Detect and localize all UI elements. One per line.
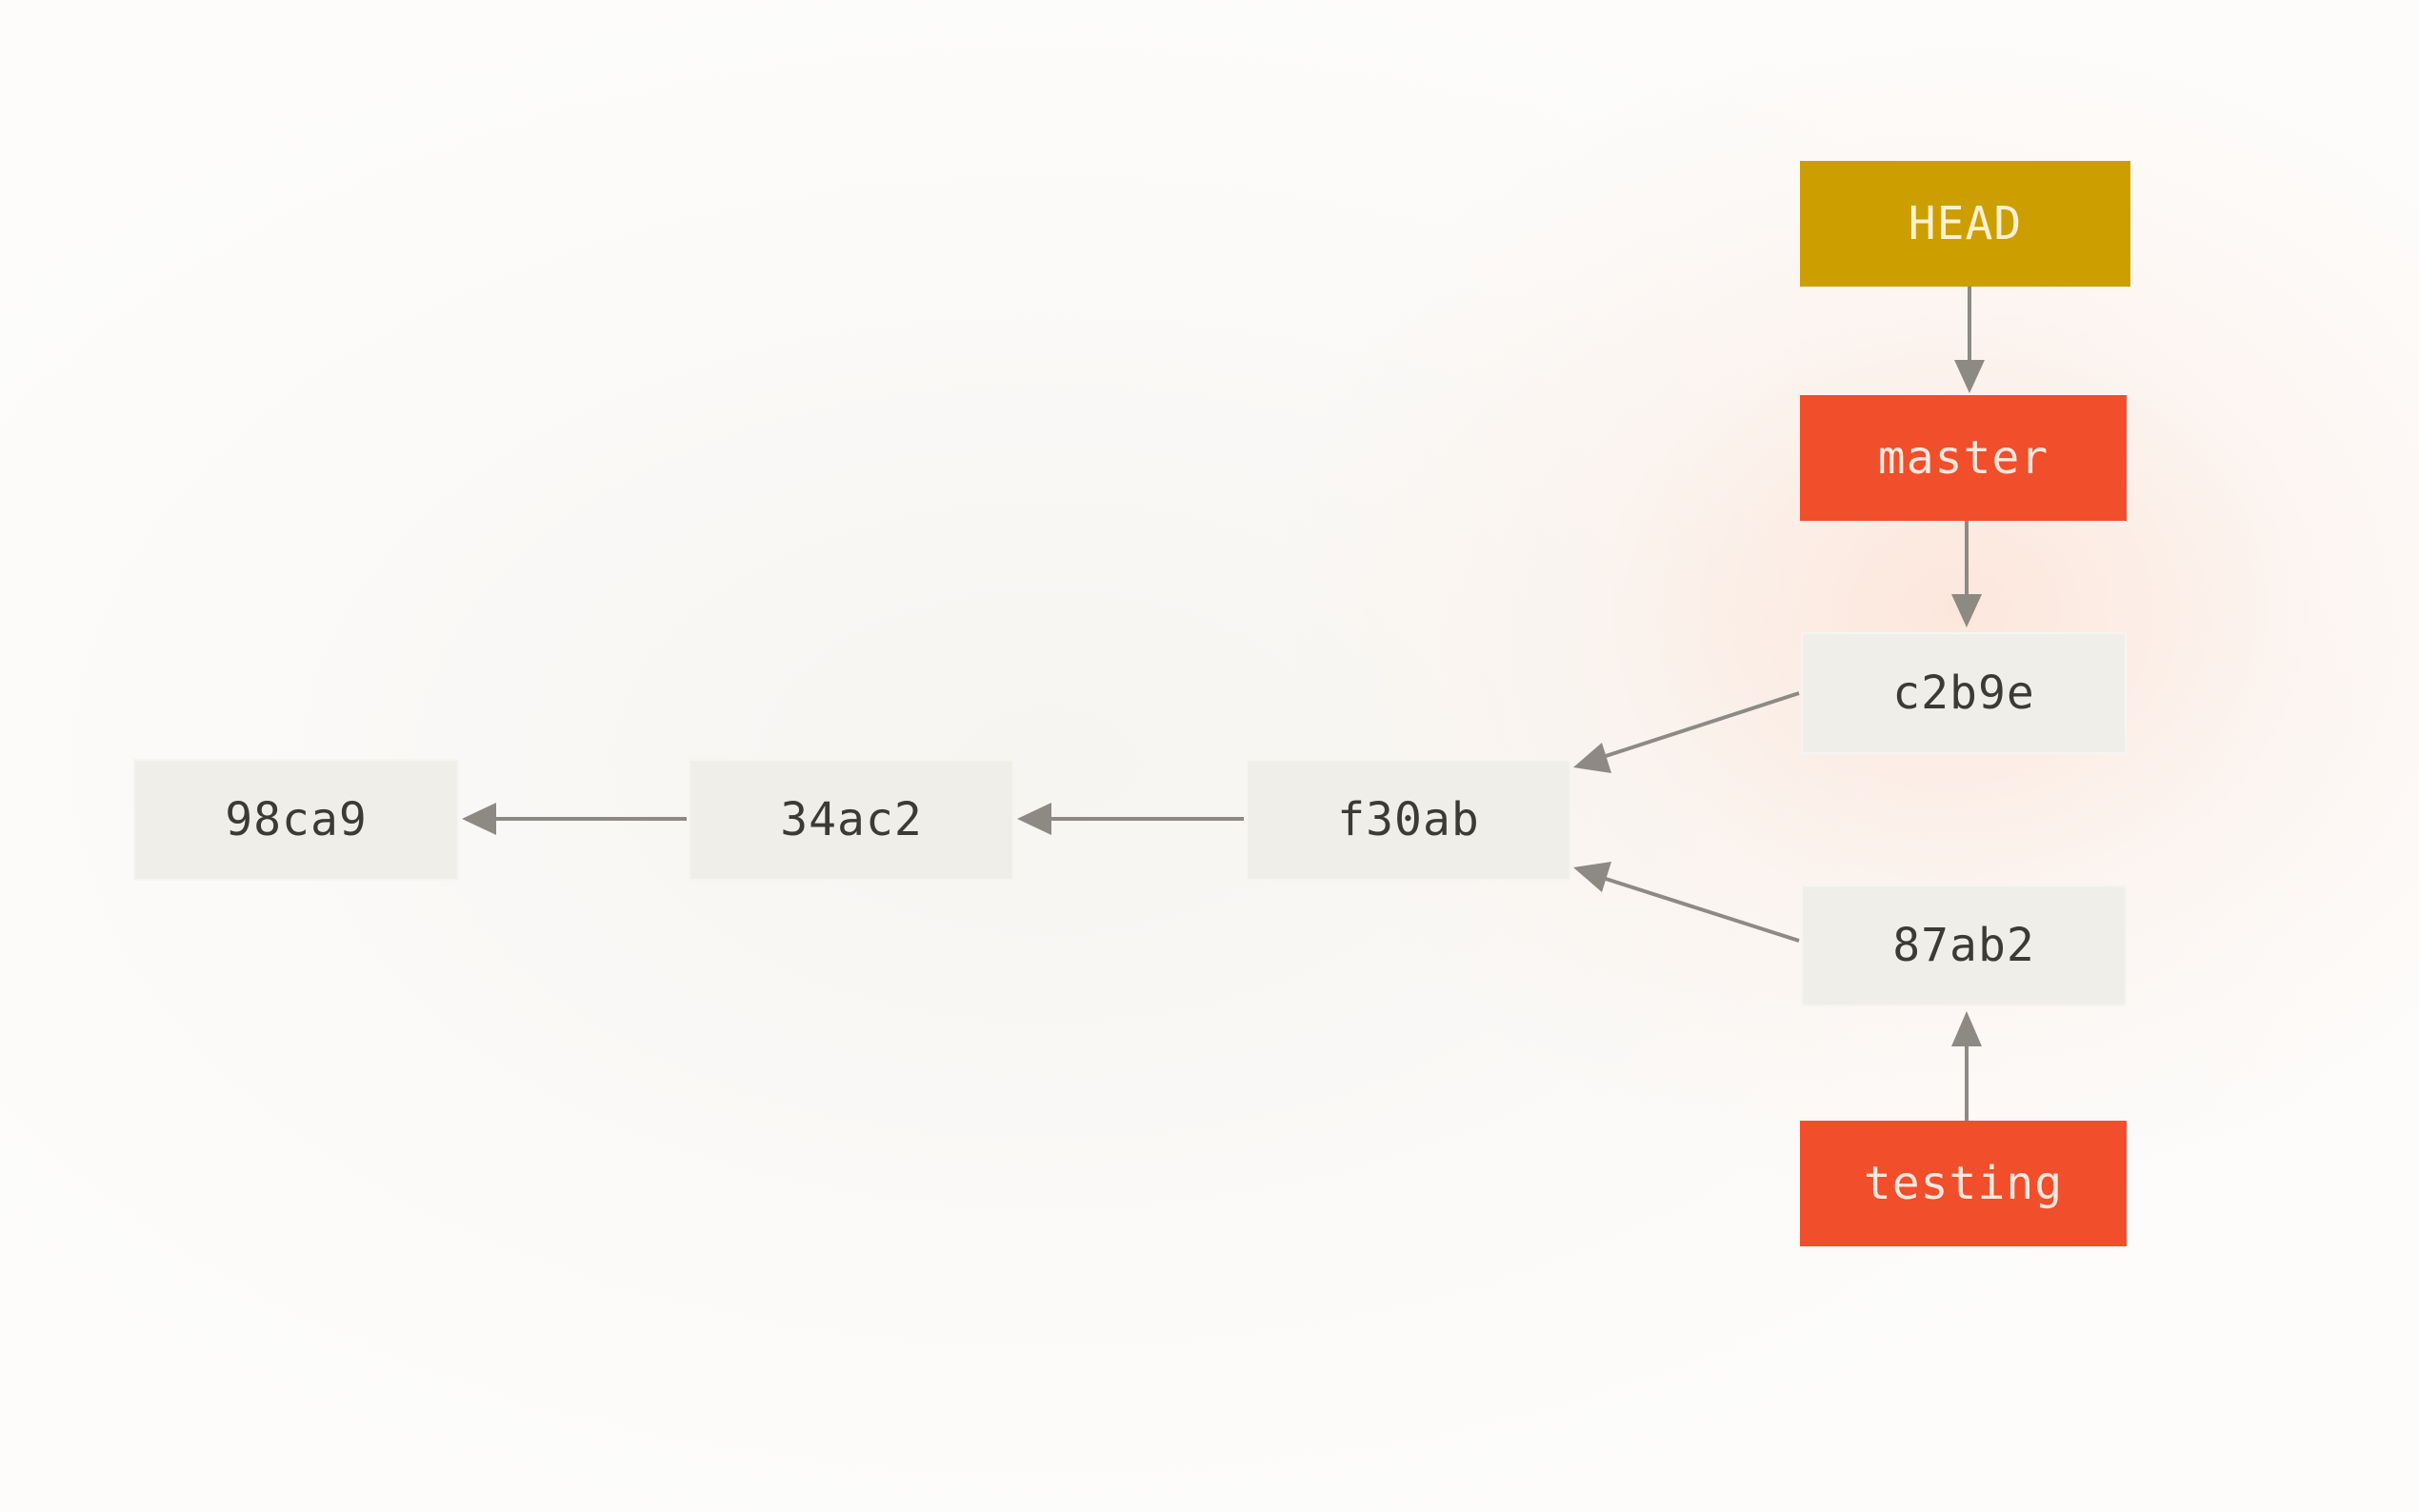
- arrow-34ac2-to-98ca9: [462, 803, 687, 835]
- branch-testing: testing: [1800, 1121, 2127, 1246]
- arrow-head-to-master: [1954, 287, 1985, 393]
- arrow-testing-to-87ab2: [1951, 1011, 1982, 1121]
- commit-87ab2: 87ab2: [1801, 885, 2127, 1006]
- arrow-87ab2-to-f30ab: [1573, 862, 1800, 943]
- branch-master: master: [1800, 395, 2127, 521]
- commit-c2b9e: c2b9e: [1801, 632, 2127, 754]
- arrow-c2b9e-to-f30ab: [1573, 691, 1800, 773]
- arrow-master-to-c2b9e: [1951, 521, 1982, 627]
- arrow-f30ab-to-34ac2: [1017, 803, 1244, 835]
- commit-f30ab: f30ab: [1246, 759, 1571, 881]
- head-pointer: HEAD: [1800, 161, 2130, 287]
- commit-34ac2: 34ac2: [689, 759, 1014, 881]
- commit-98ca9: 98ca9: [133, 759, 459, 881]
